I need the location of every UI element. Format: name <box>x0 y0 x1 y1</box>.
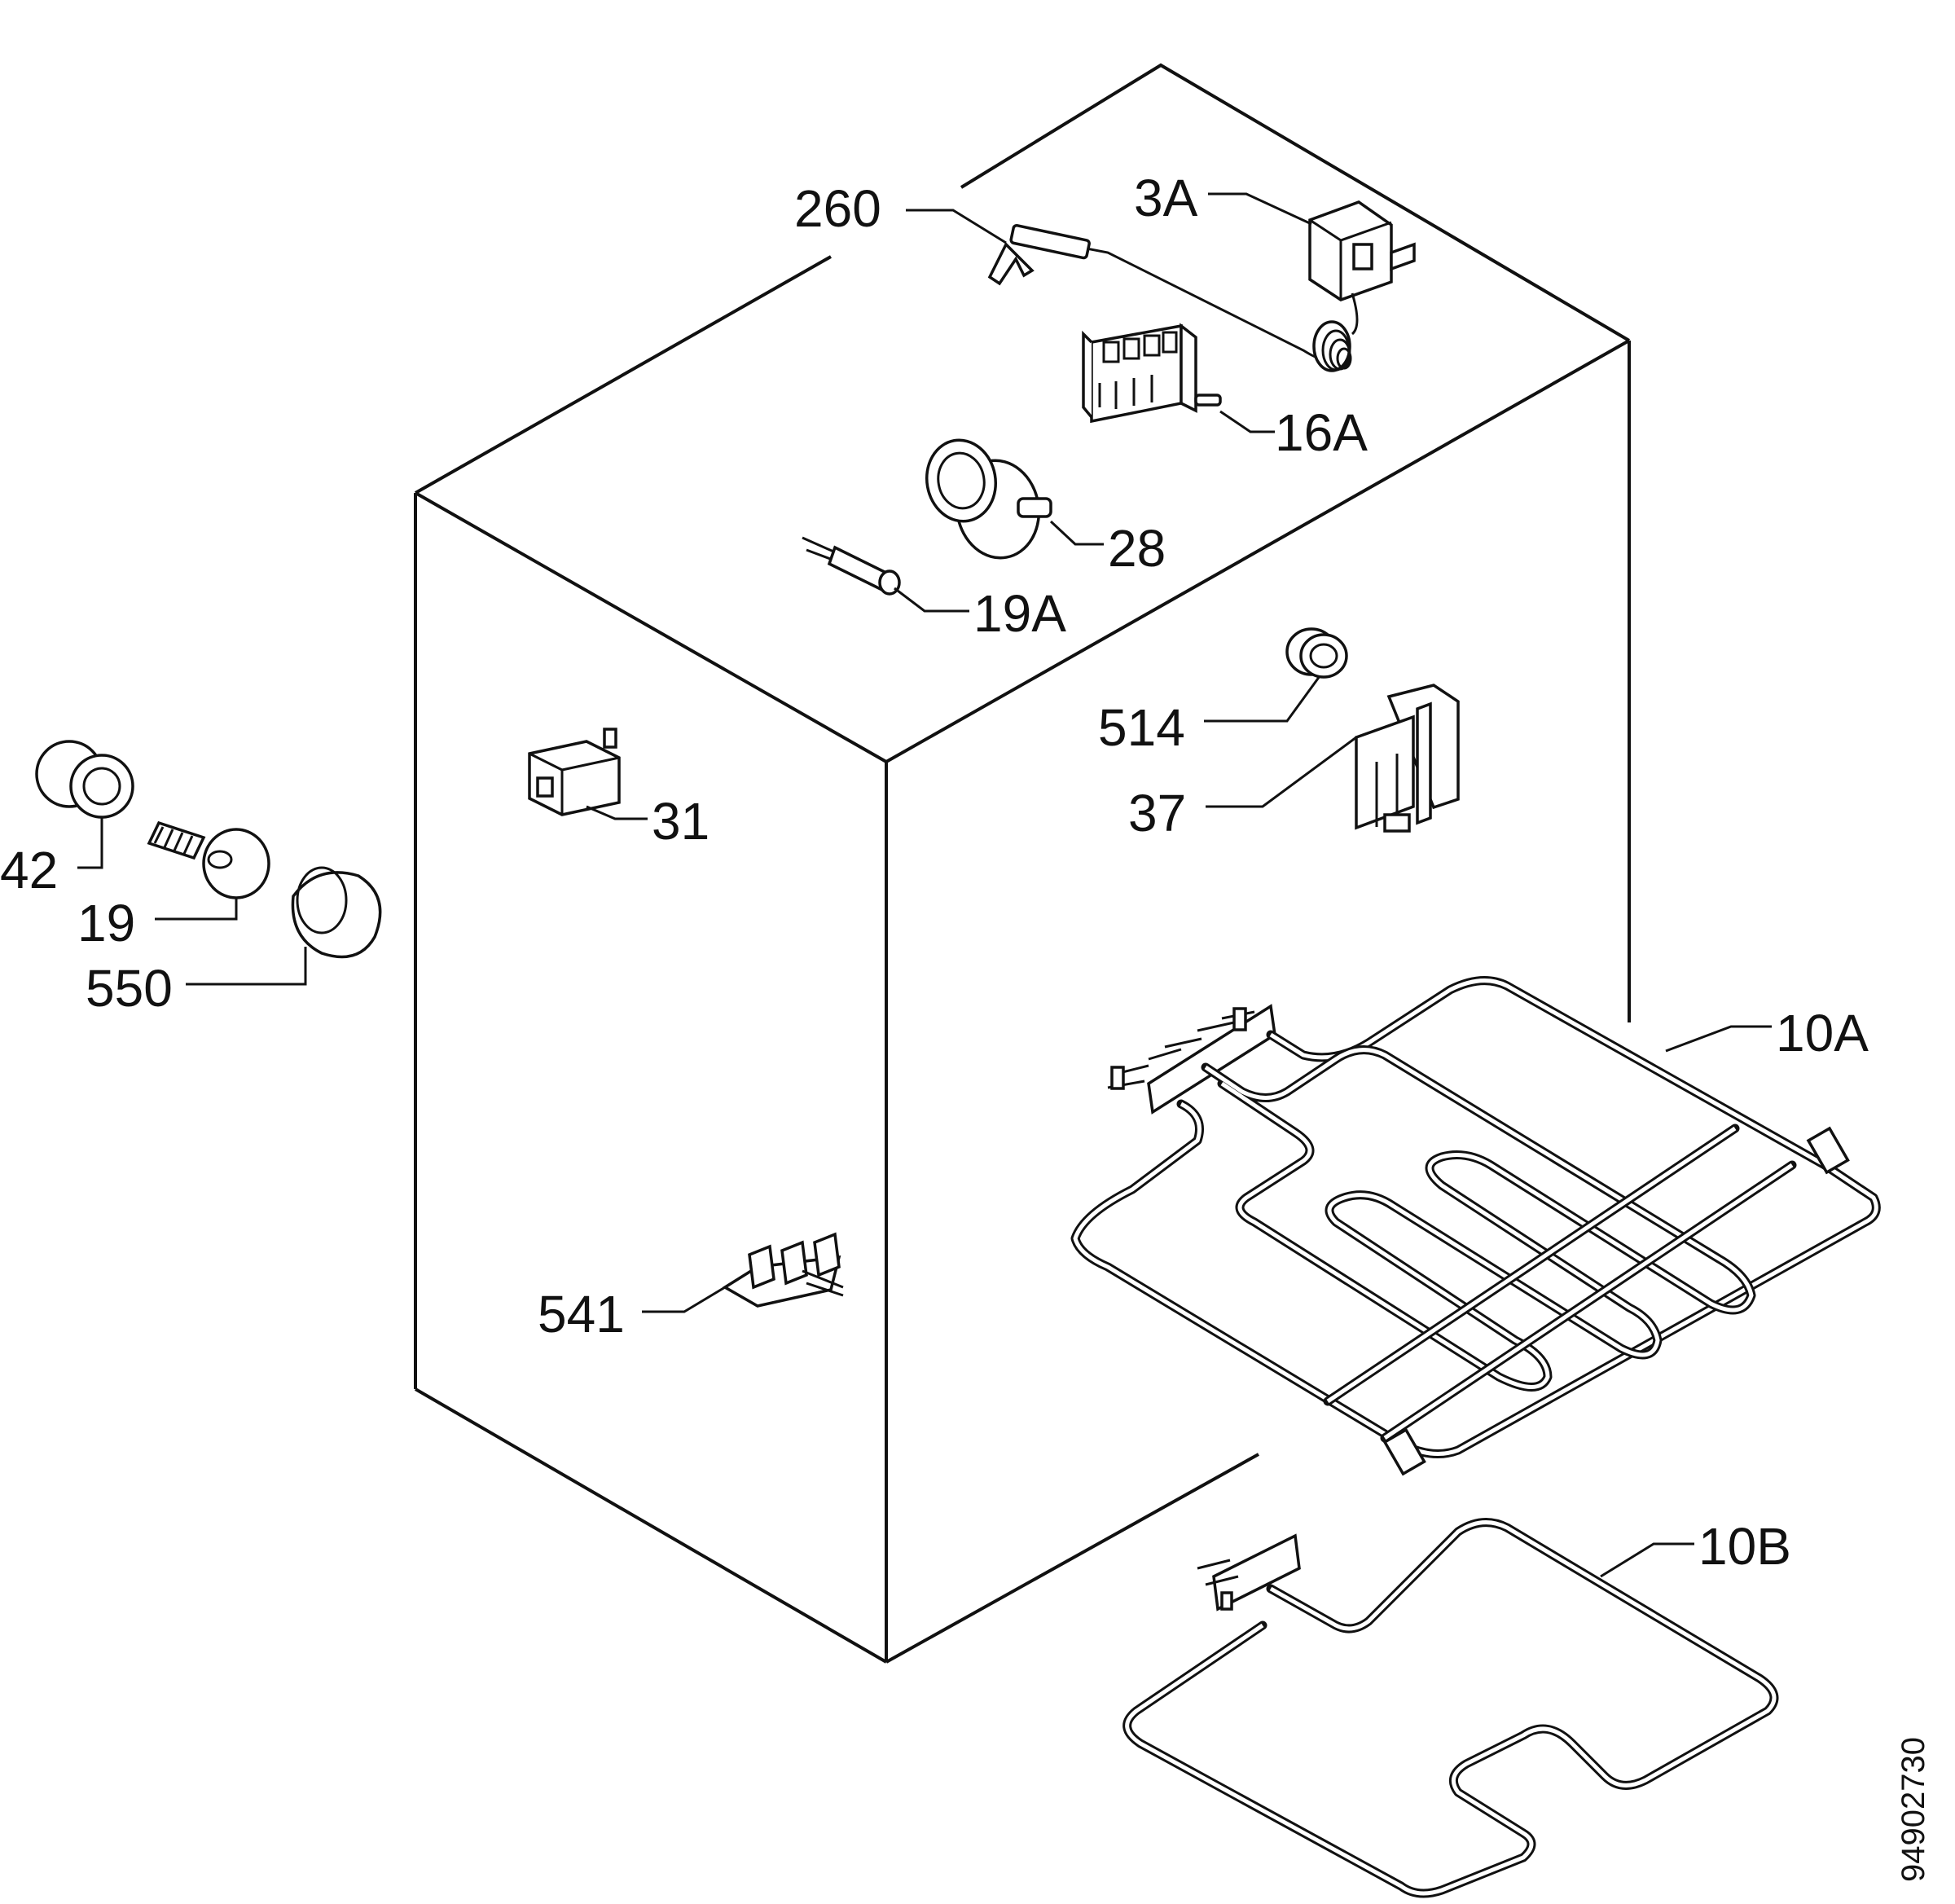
label-42: 42 <box>0 841 58 899</box>
label-19a: 19A <box>973 584 1066 643</box>
grill-heating-element-part <box>1070 976 1881 1476</box>
bottom-heating-element-part <box>1122 1518 1779 1898</box>
door-switch-part <box>528 728 621 816</box>
label-28: 28 <box>1108 519 1166 578</box>
label-10a: 10A <box>1776 1004 1869 1062</box>
label-541: 541 <box>538 1285 625 1343</box>
document-id: 94902730 <box>1896 1737 1931 1882</box>
label-3a: 3A <box>1134 169 1198 227</box>
terminal-connector-part <box>722 1232 844 1308</box>
lamp-holder-part <box>35 740 134 819</box>
lamp-cover-part <box>291 866 382 959</box>
label-16a: 16A <box>1275 403 1368 462</box>
leader-lines <box>77 192 1772 1578</box>
label-550: 550 <box>86 959 173 1018</box>
oven-cabinet-outline <box>414 63 1631 1664</box>
grommet-part <box>1285 627 1348 679</box>
terminal-block-part <box>1355 684 1460 833</box>
label-10b: 10B <box>1698 1517 1791 1576</box>
indicator-light-part <box>802 536 901 596</box>
label-31: 31 <box>652 792 710 851</box>
label-19: 19 <box>77 894 135 952</box>
label-37: 37 <box>1128 784 1186 842</box>
label-514: 514 <box>1098 698 1185 757</box>
label-260: 260 <box>794 179 881 238</box>
selector-switch-part <box>1082 323 1222 424</box>
fan-motor-part <box>925 438 1052 560</box>
reference-labels: 260 3A 16A 28 19A 514 37 31 42 19 550 10… <box>0 169 1931 1882</box>
lamp-bulb-part <box>147 820 270 899</box>
thermostat-switch-part <box>1308 200 1416 372</box>
